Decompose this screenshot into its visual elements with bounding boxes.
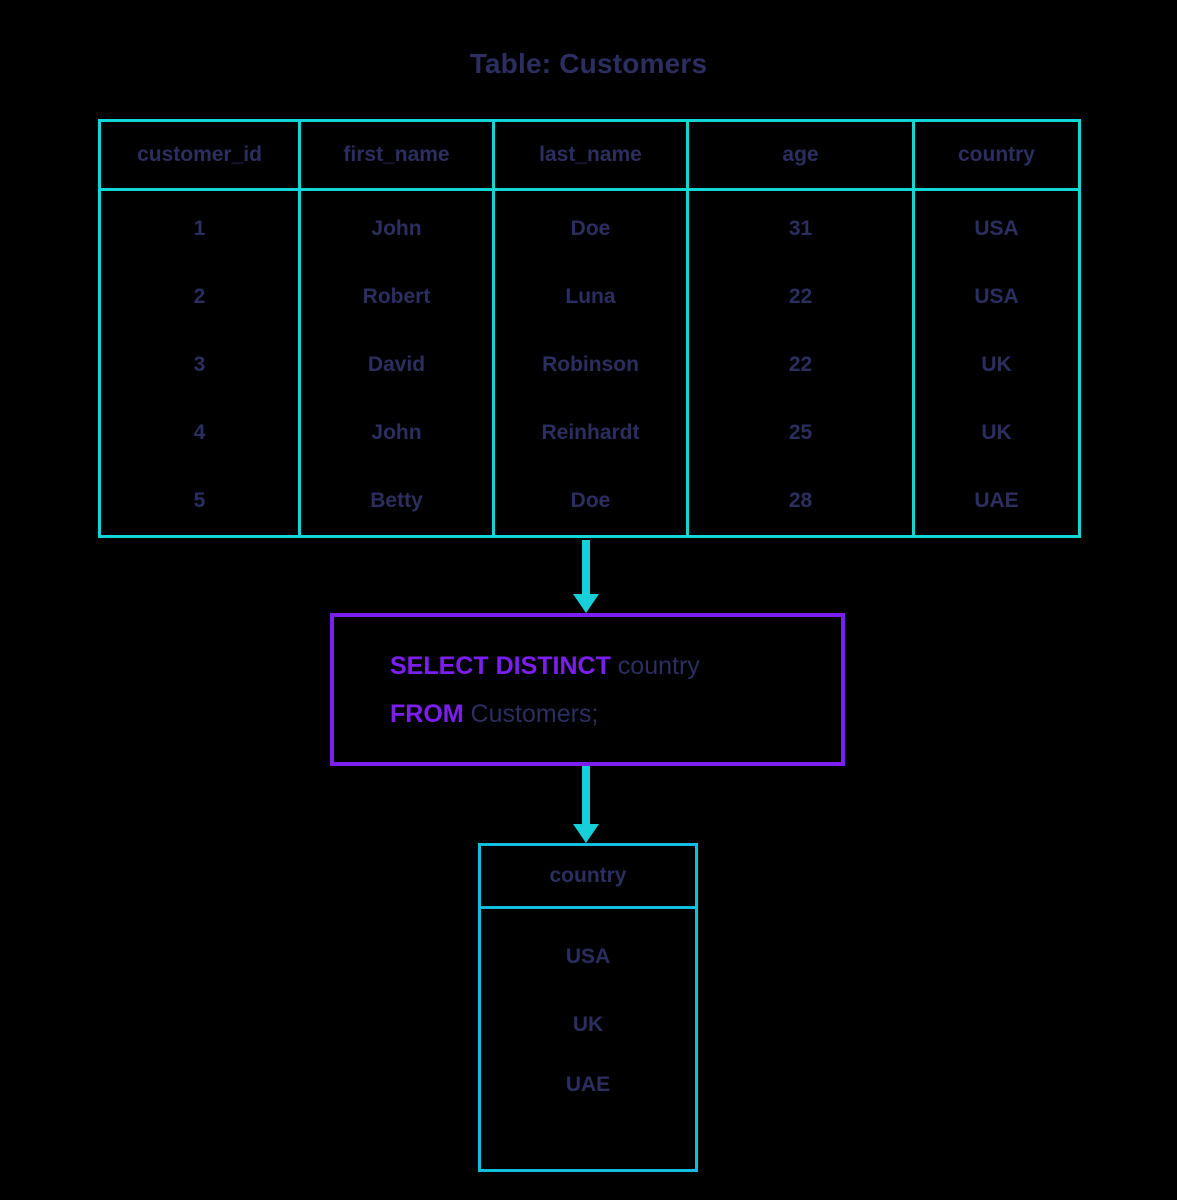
result-column-header-country: country bbox=[478, 843, 698, 909]
down-arrow-icon bbox=[573, 540, 599, 613]
cell-last-name: Doe bbox=[492, 189, 689, 263]
sql-keyword-from: FROM bbox=[390, 699, 464, 728]
cell-age: 25 bbox=[686, 399, 915, 467]
column-header-customer-id: customer_id bbox=[98, 119, 301, 191]
cell-last-name: Reinhardt bbox=[492, 399, 689, 467]
column-header-country: country bbox=[912, 119, 1081, 191]
cell-customer-id: 3 bbox=[98, 331, 301, 399]
cell-first-name: Betty bbox=[298, 467, 495, 538]
column-header-first-name: first_name bbox=[298, 119, 495, 191]
sql-query-box: SELECT DISTINCT country FROM Customers; bbox=[330, 613, 845, 766]
down-arrow-icon bbox=[573, 766, 599, 843]
table-row: 2 Robert Luna 22 USA bbox=[98, 263, 1081, 331]
query-line-2: FROM Customers; bbox=[390, 690, 841, 738]
cell-customer-id: 4 bbox=[98, 399, 301, 467]
column-header-age: age bbox=[686, 119, 915, 191]
arrow-shaft bbox=[582, 540, 590, 594]
cell-country: UAE bbox=[912, 467, 1081, 538]
result-row: USA bbox=[478, 907, 698, 991]
result-header-row: country bbox=[478, 843, 698, 909]
table-row: 3 David Robinson 22 UK bbox=[98, 331, 1081, 399]
result-table: country USA UK UAE bbox=[478, 843, 698, 1172]
table-row: 4 John Reinhardt 25 UK bbox=[98, 399, 1081, 467]
cell-last-name: Luna bbox=[492, 263, 689, 331]
cell-country: UK bbox=[912, 399, 1081, 467]
sql-column-country: country bbox=[610, 651, 700, 680]
result-row: UAE bbox=[478, 1059, 698, 1172]
cell-country: USA bbox=[912, 263, 1081, 331]
table-header-row: customer_id first_name last_name age cou… bbox=[98, 119, 1081, 191]
sql-keyword-select-distinct: SELECT DISTINCT bbox=[390, 651, 611, 680]
page-title: Table: Customers bbox=[469, 48, 708, 79]
cell-country: UK bbox=[912, 331, 1081, 399]
cell-customer-id: 5 bbox=[98, 467, 301, 538]
result-cell-country: UAE bbox=[478, 1059, 698, 1172]
customers-table: customer_id first_name last_name age cou… bbox=[98, 119, 1081, 538]
cell-customer-id: 2 bbox=[98, 263, 301, 331]
cell-country: USA bbox=[912, 189, 1081, 263]
result-cell-country: USA bbox=[478, 907, 698, 991]
query-line-1: SELECT DISTINCT country bbox=[390, 642, 841, 690]
cell-first-name: Robert bbox=[298, 263, 495, 331]
sql-table-customers: Customers; bbox=[463, 699, 599, 728]
arrow-shaft bbox=[582, 766, 590, 824]
cell-age: 28 bbox=[686, 467, 915, 538]
arrow-head bbox=[573, 594, 599, 613]
cell-age: 22 bbox=[686, 263, 915, 331]
cell-first-name: David bbox=[298, 331, 495, 399]
cell-customer-id: 1 bbox=[98, 189, 301, 263]
table-row: 1 John Doe 31 USA bbox=[98, 189, 1081, 263]
table-row: 5 Betty Doe 28 UAE bbox=[98, 467, 1081, 538]
cell-last-name: Robinson bbox=[492, 331, 689, 399]
column-header-last-name: last_name bbox=[492, 119, 689, 191]
cell-age: 31 bbox=[686, 189, 915, 263]
cell-first-name: John bbox=[298, 189, 495, 263]
result-cell-country: UK bbox=[478, 991, 698, 1059]
cell-last-name: Doe bbox=[492, 467, 689, 538]
arrow-head bbox=[573, 824, 599, 843]
result-row: UK bbox=[478, 991, 698, 1059]
cell-age: 22 bbox=[686, 331, 915, 399]
cell-first-name: John bbox=[298, 399, 495, 467]
